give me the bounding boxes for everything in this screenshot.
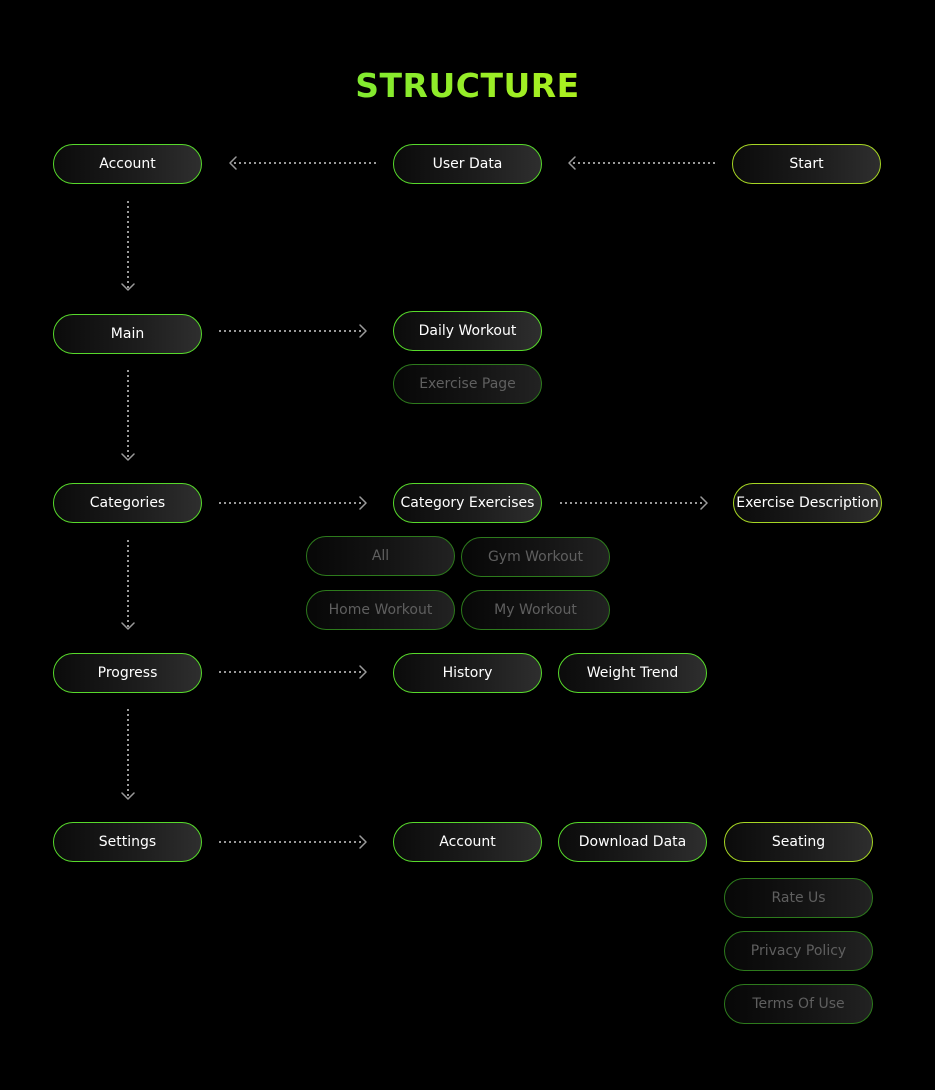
node-account[interactable]: Account — [53, 144, 202, 184]
node-privacy-policy[interactable]: Privacy Policy — [724, 931, 873, 971]
node-terms-of-use[interactable]: Terms Of Use — [724, 984, 873, 1024]
arrowhead-account — [229, 156, 237, 170]
node-categories[interactable]: Categories — [53, 483, 202, 523]
arrowhead-main — [121, 283, 135, 291]
node-rate-us[interactable]: Rate Us — [724, 878, 873, 918]
arrowhead-settings-account — [359, 835, 367, 849]
node-progress[interactable]: Progress — [53, 653, 202, 693]
node-daily-workout[interactable]: Daily Workout — [393, 311, 542, 351]
arrowhead-description — [700, 496, 708, 510]
arrowhead-history — [359, 665, 367, 679]
arrowhead-settings — [121, 792, 135, 800]
node-all[interactable]: All — [306, 536, 455, 576]
node-category-exercises[interactable]: Category Exercises — [393, 483, 542, 523]
node-history[interactable]: History — [393, 653, 542, 693]
node-gym-workout[interactable]: Gym Workout — [461, 537, 610, 577]
arrowhead-dailyworkout — [359, 324, 367, 338]
node-my-workout[interactable]: My Workout — [461, 590, 610, 630]
node-main[interactable]: Main — [53, 314, 202, 354]
diagram-title: STRUCTURE — [0, 66, 935, 105]
node-exercise-description[interactable]: Exercise Description — [733, 483, 882, 523]
node-exercise-page[interactable]: Exercise Page — [393, 364, 542, 404]
arrowhead-categoryexercises — [359, 496, 367, 510]
node-seating[interactable]: Seating — [724, 822, 873, 862]
node-start[interactable]: Start — [732, 144, 881, 184]
arrowhead-progress — [121, 622, 135, 630]
node-download-data[interactable]: Download Data — [558, 822, 707, 862]
node-weight-trend[interactable]: Weight Trend — [558, 653, 707, 693]
node-user-data[interactable]: User Data — [393, 144, 542, 184]
node-home-workout[interactable]: Home Workout — [306, 590, 455, 630]
node-settings-account[interactable]: Account — [393, 822, 542, 862]
node-settings[interactable]: Settings — [53, 822, 202, 862]
arrowhead-categories — [121, 453, 135, 461]
arrowhead-userdata — [568, 156, 576, 170]
